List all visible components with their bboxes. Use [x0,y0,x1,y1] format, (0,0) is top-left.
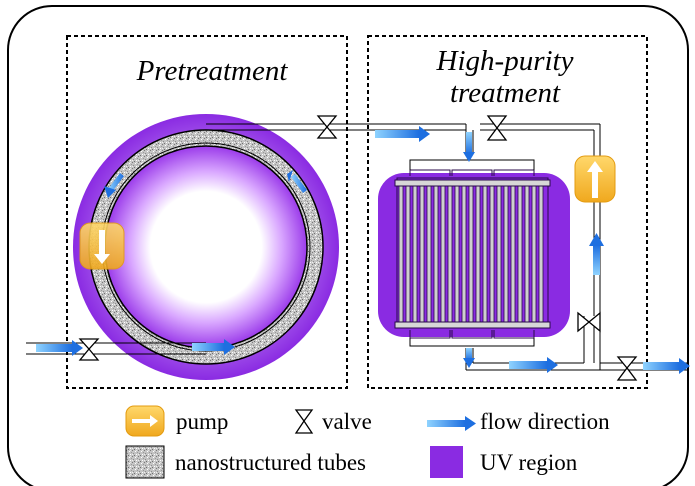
pretreatment-title: Pretreatment [136,55,288,87]
manifold-branch [493,330,535,339]
flow-arrow [463,348,475,368]
manifold-branch [451,169,493,176]
valve-icon [616,356,638,381]
pretreatment-panel-box [66,35,348,389]
tube-header [394,179,551,187]
nanostructured-tube [468,185,474,323]
legend-pump-label: pump [176,409,229,434]
nanostructured-tube [475,185,481,323]
nanostructured-tube [517,185,523,323]
high-purity-panel-box [367,35,648,389]
nanostructured-tube [419,185,425,323]
manifold-branch [409,169,451,176]
flow-arrow [589,233,604,275]
legend-pump-icon [125,405,165,437]
legend-flow-label: flow direction [480,409,610,434]
flow-arrow [36,340,83,356]
nanostructured-tube [496,185,502,323]
high-purity-title-line2: treatment [449,77,561,109]
nanostructured-tube [405,185,411,323]
manifold-branch [493,169,535,176]
legend-valve-icon [294,409,314,434]
nanostructured-tube [538,185,544,323]
flow-arrow [375,126,430,142]
legend-flow-arrow-icon [427,416,476,431]
legend-tubes-label: nanostructured tubes [175,450,366,475]
valve-icon [577,311,601,333]
pump-icon [79,222,125,270]
nanostructured-tube [440,185,446,323]
legend-uv-swatch [430,446,463,478]
nanostructured-tube [433,185,439,323]
nanostructured-tube [510,185,516,323]
tube-header [394,321,551,329]
flow-arrow [643,358,690,374]
flow-arrow [287,170,307,193]
flow-arrow [192,339,235,355]
valve-icon [78,338,100,361]
nanostructured-tube [461,185,467,323]
flow-arrow [509,357,558,373]
nanostructured-tube [398,185,404,323]
high-purity-title-line1: High-purity [436,45,574,77]
flow-arrow [463,132,475,162]
nanostructured-tube [503,185,509,323]
nanostructured-tube [489,185,495,323]
manifold-branch [451,330,493,339]
legend-uv-label: UV region [480,450,578,475]
nanostructured-tube [524,185,530,323]
inlet-manifold [409,159,535,170]
manifold-branch [409,330,451,339]
flow-arrow [104,173,124,198]
nanostructured-tube [454,185,460,323]
nanostructured-tube [426,185,432,323]
pump-icon [574,155,616,203]
outer-frame [7,5,689,486]
valve-icon [486,115,508,141]
valve-icon [316,115,338,139]
legend-tubes-swatch [125,445,165,479]
nanostructured-tube [531,185,537,323]
outlet-manifold [409,338,535,347]
nanostructured-tube [482,185,488,323]
nanostructured-tube [412,185,418,323]
nanostructured-tube [447,185,453,323]
legend-valve-label: valve [322,409,372,434]
